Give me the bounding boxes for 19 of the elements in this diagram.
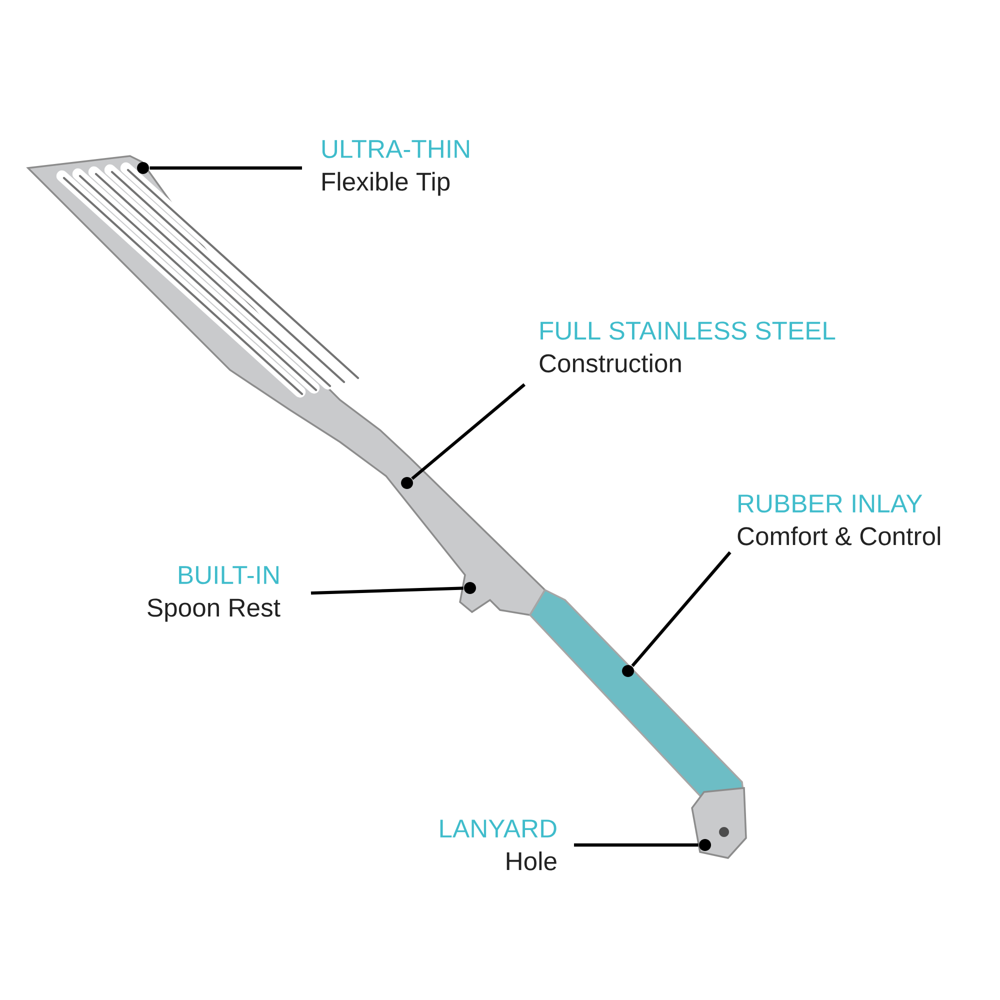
- dot-marker: [622, 665, 634, 677]
- leader-line: [411, 383, 526, 480]
- leader-line: [574, 843, 698, 847]
- callout-heading: FULL STAINLESS STEEL: [540, 322, 836, 340]
- callout-text: Construction: [540, 354, 681, 372]
- callout-heading: LANYARD: [440, 820, 556, 838]
- dot-marker: [137, 162, 149, 174]
- callout-text: Spoon Rest: [148, 598, 280, 622]
- dot-marker: [699, 839, 712, 851]
- leader-line: [631, 551, 732, 667]
- callout-heading: BUILT-IN: [179, 566, 278, 584]
- callout-text: Flexible Tip: [322, 172, 450, 196]
- callout-text: Hole: [506, 851, 556, 870]
- dot-marker: [401, 477, 414, 489]
- callout-text: Comfort & Control: [738, 526, 940, 546]
- callout-heading: RUBBER INLAY: [738, 494, 922, 513]
- callout-heading: ULTRA-THIN: [322, 140, 469, 158]
- leader-line: [150, 166, 302, 170]
- dot-marker: [464, 582, 476, 594]
